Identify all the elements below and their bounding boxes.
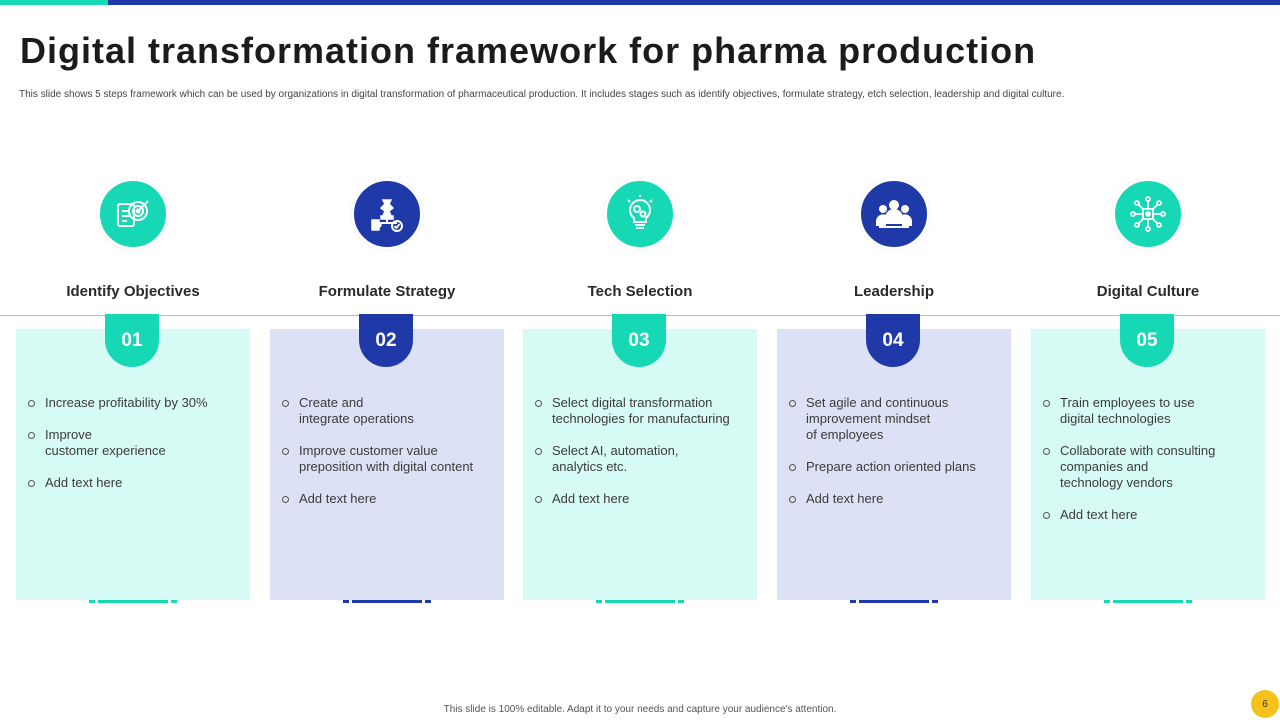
step-card <box>270 329 504 600</box>
chess-strategy-icon <box>351 178 423 250</box>
step-title: Leadership <box>853 283 935 300</box>
network-hub-icon <box>1112 178 1184 250</box>
step-title: Identify Objectives <box>66 283 200 300</box>
list-item: Add text here <box>1043 507 1259 523</box>
step-number-badge: 01 <box>105 314 159 367</box>
step-card <box>777 329 1011 600</box>
step-number-badge: 04 <box>866 314 920 367</box>
step-column-4: Leadership 04 Set agile and continuous i… <box>777 0 1011 720</box>
step-bullet-list: Select digital transformation technologi… <box>535 395 751 523</box>
list-item: Add text here <box>535 491 751 507</box>
slide-title: Digital transformation framework for pha… <box>20 30 1037 71</box>
list-item: Create and integrate operations <box>282 395 498 427</box>
lightbulb-gears-icon <box>604 178 676 250</box>
step-card <box>16 329 250 600</box>
list-item: Add text here <box>789 491 1005 507</box>
target-checklist-icon <box>97 178 169 250</box>
slide-footer-note: This slide is 100% editable. Adapt it to… <box>443 704 837 715</box>
step-card <box>523 329 757 600</box>
step-number-badge: 02 <box>359 314 413 367</box>
step-number-badge: 05 <box>1120 314 1174 367</box>
step-bullet-list: Increase profitability by 30% Improve cu… <box>28 395 244 507</box>
list-item: Add text here <box>28 475 244 491</box>
step-column-3: Tech Selection 03 Select digital transfo… <box>523 0 757 720</box>
list-item: Improve customer experience <box>28 427 244 459</box>
step-bullet-list: Train employees to use digital technolog… <box>1043 395 1259 539</box>
list-item: Increase profitability by 30% <box>28 395 244 411</box>
step-column-5: Digital Culture 05 Train employees to us… <box>1031 0 1265 720</box>
page-number-badge: 6 <box>1251 690 1279 718</box>
card-foot-bar <box>343 600 431 603</box>
step-title: Tech Selection <box>587 283 693 300</box>
list-item: Set agile and continuous improvement min… <box>789 395 1005 443</box>
team-leader-icon <box>858 178 930 250</box>
step-title: Formulate Strategy <box>318 283 456 300</box>
slide-subtitle: This slide shows 5 steps framework which… <box>19 89 1065 100</box>
step-column-1: Identify Objectives 01 Increase profitab… <box>16 0 250 720</box>
step-card <box>1031 329 1265 600</box>
list-item: Prepare action oriented plans <box>789 459 1005 475</box>
step-number-badge: 03 <box>612 314 666 367</box>
list-item: Train employees to use digital technolog… <box>1043 395 1259 427</box>
card-foot-bar <box>89 600 177 603</box>
card-foot-bar <box>850 600 938 603</box>
top-accent-bar <box>0 0 1280 5</box>
card-foot-bar <box>596 600 684 603</box>
step-title: Digital Culture <box>1096 283 1200 300</box>
list-item: Collaborate with consulting companies an… <box>1043 443 1259 491</box>
list-item: Select AI, automation, analytics etc. <box>535 443 751 475</box>
list-item: Select digital transformation technologi… <box>535 395 751 427</box>
card-foot-bar <box>1104 600 1192 603</box>
step-column-2: Formulate Strategy 02 Create and integra… <box>270 0 504 720</box>
top-accent-highlight <box>0 0 108 5</box>
step-bullet-list: Set agile and continuous improvement min… <box>789 395 1005 523</box>
list-item: Improve customer value preposition with … <box>282 443 498 475</box>
list-item: Add text here <box>282 491 498 507</box>
step-bullet-list: Create and integrate operations Improve … <box>282 395 498 523</box>
